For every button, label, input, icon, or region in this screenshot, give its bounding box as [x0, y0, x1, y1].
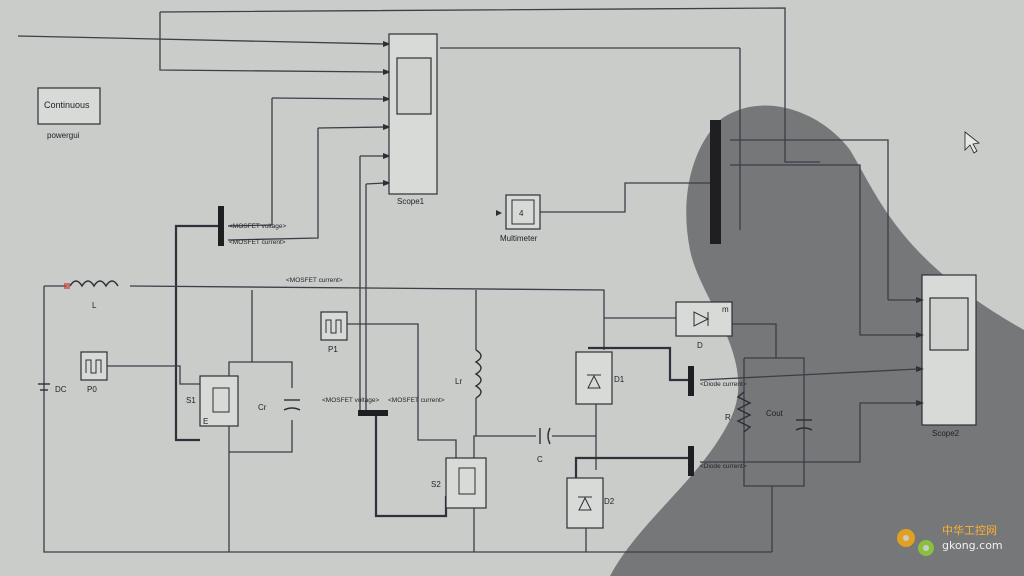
cap-C-label: C: [537, 455, 543, 464]
resistor-R-label: R: [725, 413, 731, 422]
wire-multimeter-mux: [540, 182, 710, 213]
sig-mosfet-current-s2: <MOSFET current>: [388, 397, 445, 404]
cap-Cr-label: Cr: [258, 403, 267, 412]
wire-scope-moscurr: [227, 128, 319, 241]
mosfet-S1-label: S1: [186, 396, 196, 405]
wire-p0-s1: [107, 365, 200, 385]
wire-left-bottom: [43, 286, 772, 553]
cap-C[interactable]: C: [537, 427, 551, 464]
sig-mosfet-voltage-top: <MOSFET voltage>: [229, 223, 287, 230]
pulse-P0-label: P0: [87, 385, 97, 394]
powergui-block[interactable]: Continuous powergui: [37, 87, 101, 140]
pulse-P0[interactable]: P0: [80, 351, 108, 394]
powergui-display: Continuous: [44, 100, 90, 110]
wire-s2-in4: [700, 402, 918, 463]
sig-diode-current-1: <Diode current>: [700, 381, 747, 388]
wire-top-5: [317, 126, 386, 129]
mux-d1[interactable]: [688, 366, 694, 396]
wire-s2-top: [473, 435, 536, 458]
diode-D2-label: D2: [604, 497, 615, 506]
wire-p1-s2: [347, 323, 457, 458]
wire-top-3: [159, 7, 820, 163]
mosfet-S2[interactable]: S2: [431, 457, 487, 509]
top-wires: [17, 7, 820, 410]
scope2-label: Scope2: [932, 429, 960, 438]
wire-scope-mosvolt: [227, 98, 273, 227]
sig-mosfet-voltage-s2: <MOSFET voltage>: [322, 397, 380, 404]
wire-top-1: [17, 35, 386, 45]
mosfet-S2-label: S2: [431, 480, 441, 489]
wire-s1-top: [228, 290, 253, 376]
sig-mosfet-current-top: <MOSFET current>: [229, 239, 286, 246]
cap-Cout-label: Cout: [766, 409, 784, 418]
inductor-Lr[interactable]: Lr: [455, 349, 482, 399]
mouse-cursor-icon: [964, 131, 980, 154]
wire-d2-bus: [574, 456, 688, 478]
cap-Cout[interactable]: Cout: [766, 409, 813, 431]
pulse-P1[interactable]: P1: [320, 311, 348, 354]
svg-text:E: E: [203, 417, 208, 426]
wire-top-rail: [129, 285, 605, 350]
scope2-block[interactable]: Scope2: [916, 274, 977, 438]
inductor-Lr-label: Lr: [455, 377, 462, 386]
powergui-label: powergui: [47, 131, 80, 140]
resistor-R[interactable]: R: [725, 391, 752, 433]
mux-d2[interactable]: [688, 446, 694, 476]
wire-s1-bus: [174, 224, 218, 442]
mux-main[interactable]: [710, 120, 721, 244]
watermark: 中华工控网 gkong.com: [897, 523, 1003, 556]
pulse-P1-label: P1: [328, 345, 338, 354]
inductor-L-label: L: [92, 301, 97, 310]
inductor-L[interactable]: L: [64, 280, 119, 310]
wire-top-2: [159, 12, 386, 73]
dc-label: DC: [55, 385, 67, 394]
multimeter-value: 4: [519, 209, 524, 218]
diode-D1-label: D1: [614, 375, 625, 384]
mux-s2[interactable]: [358, 410, 388, 416]
wire-s2-in3: [699, 368, 919, 381]
svg-text:m: m: [722, 305, 729, 314]
wire-cr-bottom: [229, 420, 293, 453]
multimeter-label: Multimeter: [500, 234, 538, 243]
diode-D[interactable]: m D: [675, 301, 733, 350]
wire-top-4: [271, 97, 386, 100]
wire-d1-bus: [588, 346, 688, 382]
sig-diode-current-2: <Diode current>: [700, 463, 747, 470]
diode-D-label: D: [697, 341, 703, 350]
diode-D1[interactable]: D1: [575, 351, 625, 405]
wire-s2-in2: [859, 330, 918, 336]
watermark-site: gkong.com: [942, 539, 1003, 552]
scope1-block[interactable]: Scope1: [388, 33, 438, 206]
watermark-cn: 中华工控网: [942, 523, 997, 537]
wire-d-out: [732, 323, 777, 358]
wire-top-8: [365, 182, 386, 185]
mosfet-S1[interactable]: E S1: [186, 375, 239, 427]
scope1-label: Scope1: [397, 197, 425, 206]
wire-mux-scope2-1: [730, 139, 889, 300]
wire-mux-scope2-2: [730, 164, 861, 330]
cap-Cr[interactable]: Cr: [258, 399, 301, 412]
sig-mosfet-current-mid: <MOSFET current>: [286, 277, 343, 284]
diode-D2[interactable]: D2: [566, 477, 615, 529]
multimeter-block[interactable]: 4 Multimeter: [496, 194, 541, 243]
dc-source[interactable]: DC: [38, 383, 67, 394]
scope1-arrows: [383, 41, 391, 186]
wire-load-loop: [743, 357, 805, 487]
mux-s1[interactable]: [218, 206, 224, 246]
wire-s1-cr: [252, 361, 293, 388]
